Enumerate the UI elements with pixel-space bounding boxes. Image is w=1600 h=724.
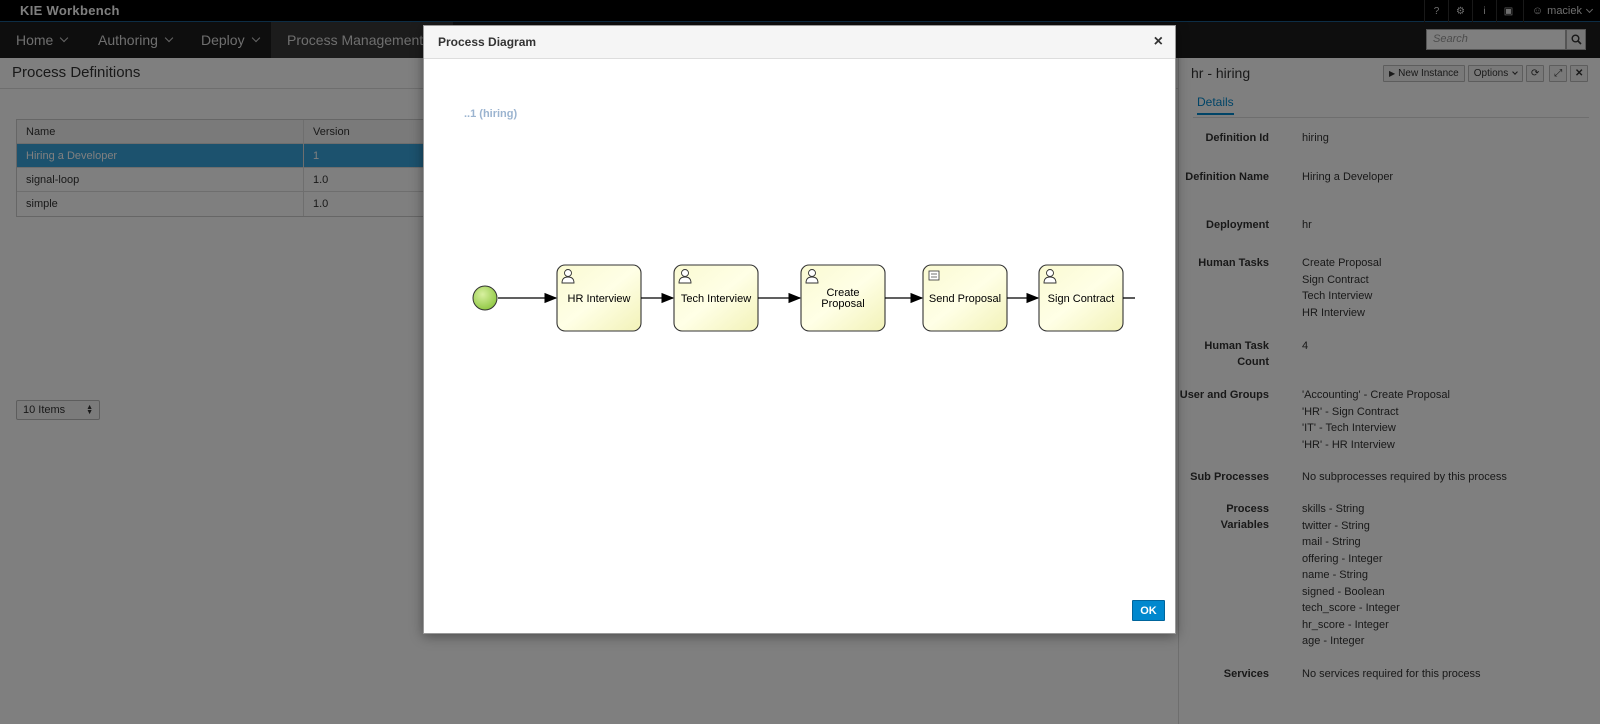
task-label: Tech Interview <box>681 293 751 305</box>
task-label: Send Proposal <box>929 293 1001 305</box>
task-label: Proposal <box>821 298 864 310</box>
diagram-caption: ..1 (hiring) <box>464 108 518 120</box>
user-task-icon <box>681 269 689 277</box>
modal-title: Process Diagram <box>438 35 537 49</box>
user-task-icon <box>808 269 816 277</box>
process-diagram-modal: Process Diagram × ..1 (hiring) HR Interv… <box>423 25 1176 634</box>
modal-header: Process Diagram × <box>424 26 1175 59</box>
script-task-icon <box>928 270 940 281</box>
close-icon[interactable]: × <box>1153 33 1163 50</box>
start-event <box>472 285 498 311</box>
user-task-icon <box>564 269 572 277</box>
user-task-icon-body <box>561 276 575 284</box>
process-diagram: HR Interview Tech Interview CreateProposal… <box>472 264 1135 332</box>
user-task-icon-body <box>678 276 692 284</box>
user-task-icon-body <box>805 276 819 284</box>
task-label: Create <box>826 287 859 299</box>
ok-button[interactable]: OK <box>1132 600 1165 621</box>
user-task-icon-body <box>1043 276 1057 284</box>
task-label: Sign Contract <box>1048 293 1115 305</box>
task-label: HR Interview <box>568 293 631 305</box>
user-task-icon <box>1046 269 1054 277</box>
